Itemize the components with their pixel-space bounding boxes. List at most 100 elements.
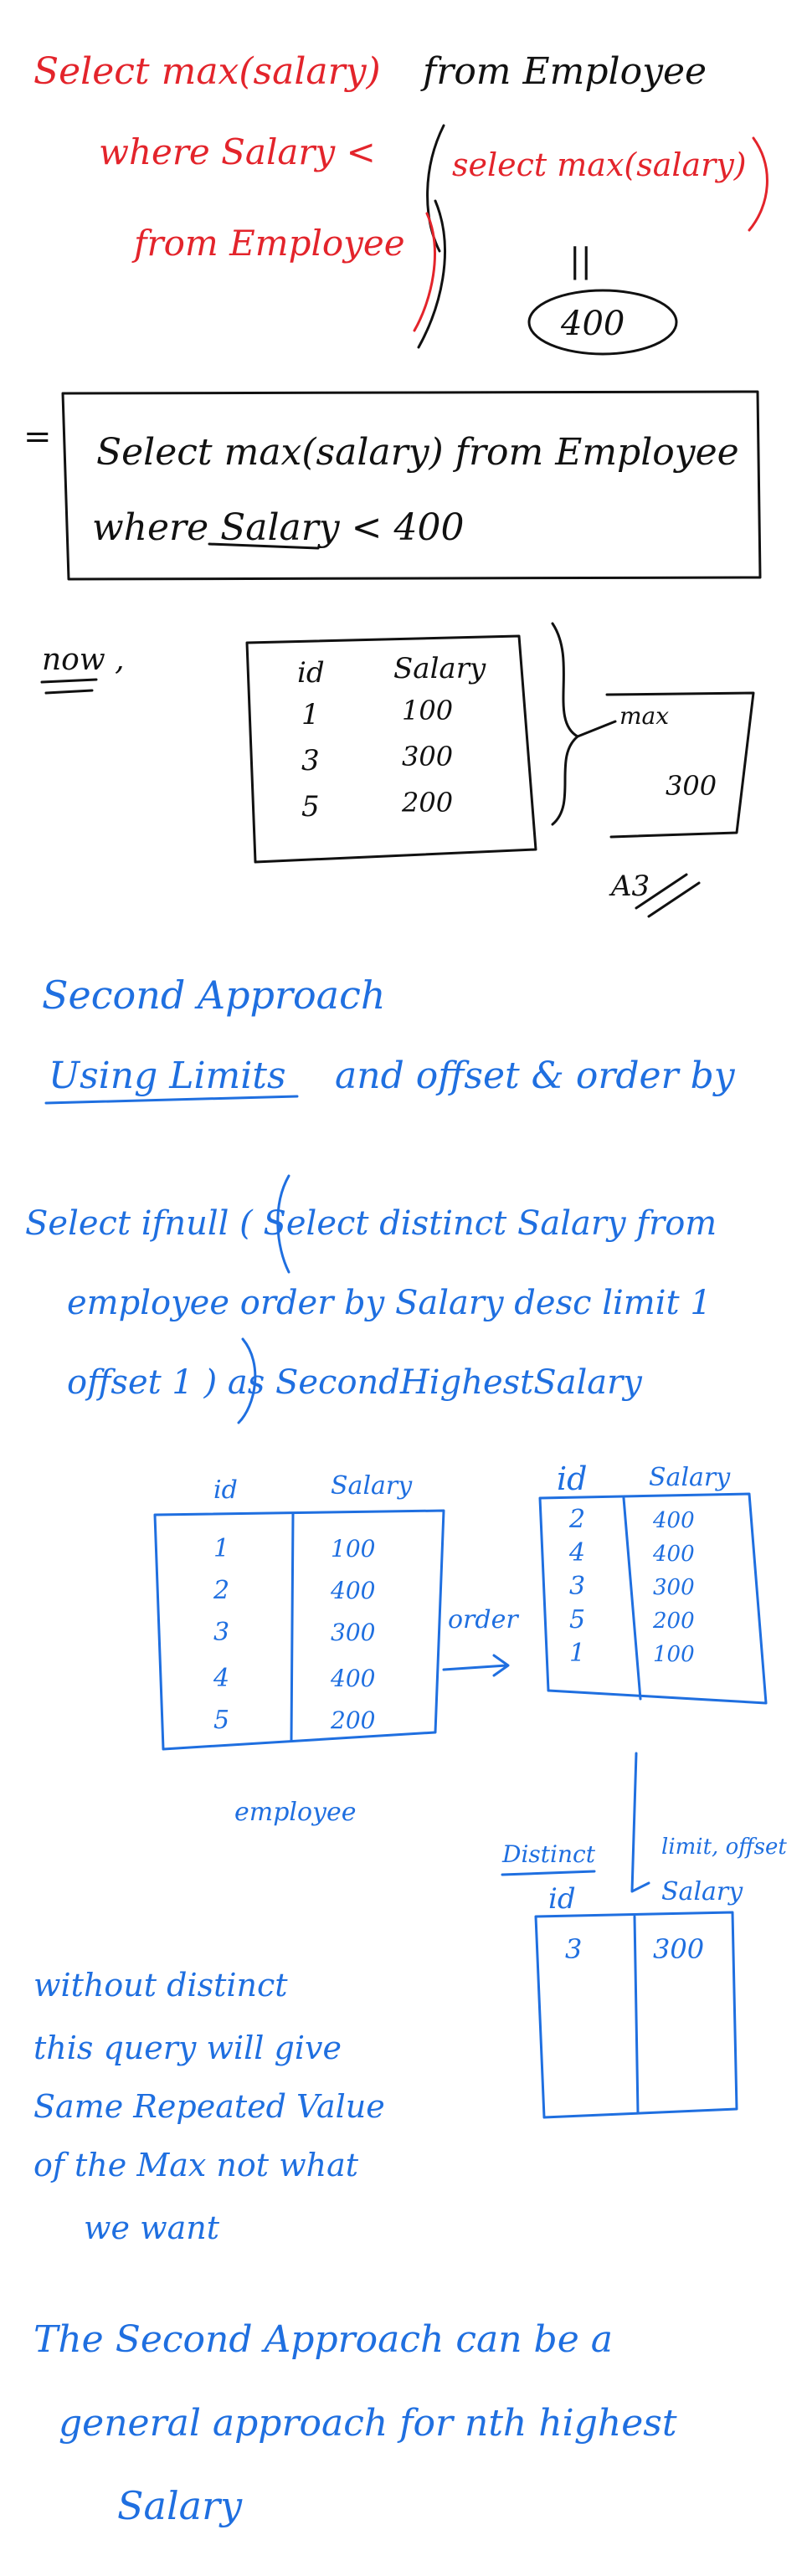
now-row1-id: 1 [301, 698, 320, 731]
limit-offset-label: limit, offset [661, 1835, 787, 1860]
order-arrow [442, 1654, 510, 1677]
note-line3: Same Repeated Value [33, 2088, 385, 2125]
now-row1-salary: 100 [402, 695, 453, 726]
emp-salary-1: 100 [331, 1535, 375, 1563]
approach-subtitle-underline [44, 1095, 299, 1105]
subquery-open-paren [426, 124, 445, 253]
query-line3-from: from Employee [131, 223, 405, 264]
second-approach-heading: Second Approach Using Limits and offset … [42, 972, 736, 1105]
outer-close-paren-2 [417, 199, 446, 349]
subquery-result-value: 400 [560, 305, 625, 343]
conclusion: The Second Approach can be a general app… [33, 2318, 677, 2528]
max-result-value: 300 [666, 770, 717, 802]
emp-id-2: 2 [213, 1576, 229, 1605]
ord-salary-4: 200 [652, 1609, 695, 1634]
approach-subtitle-underlined: Using Limits [49, 1055, 286, 1097]
res-id-value: 3 [565, 1933, 582, 1965]
ord-id-2: 4 [568, 1538, 585, 1568]
simplified-line2: where Salary < 400 [92, 506, 465, 549]
distinct-note: without distinct this query will give Sa… [33, 1967, 385, 2246]
query-line1-from-keyword: from Employee [420, 50, 707, 93]
salary-underline [208, 542, 320, 550]
employee-table: id Salary 1 2 3 4 5 100 400 300 400 200 … [153, 1471, 445, 1827]
note-line2: this query will give [33, 2029, 342, 2066]
ord-id-5: 1 [569, 1639, 585, 1668]
now-example: now , id Salary 1 100 3 300 5 200 max 30… [40, 622, 755, 918]
now-annotation: A3 [609, 870, 650, 903]
query-line1-select: Select max(salary) [33, 50, 381, 93]
result-oval [527, 289, 678, 356]
ord-table-divider [622, 1496, 642, 1701]
query-line2-where: where Salary < [99, 131, 376, 172]
approach-query: Select ifnull ( Select distinct Salary f… [25, 1174, 717, 1424]
query2-line2: employee order by Salary desc limit 1 [67, 1284, 712, 1322]
res-header-id: id [548, 1882, 576, 1916]
emp-table-box [153, 1509, 445, 1751]
order-label: order [448, 1605, 519, 1634]
emp-salary-2: 400 [330, 1577, 375, 1604]
ord-salary-3: 300 [653, 1575, 695, 1600]
subquery-select: select max(salary) [452, 146, 747, 183]
down-arrow [630, 1752, 650, 1893]
result-table: id Salary 3 300 [534, 1877, 743, 2119]
ord-salary-1: 400 [652, 1508, 695, 1533]
emp-id-3: 3 [213, 1618, 229, 1647]
emp-header-salary: Salary [331, 1471, 413, 1501]
ord-salary-2: 400 [652, 1542, 695, 1567]
conclusion-line1: The Second Approach can be a [33, 2318, 613, 2361]
ord-header-id: id [557, 1460, 587, 1497]
emp-table-divider [290, 1511, 295, 1742]
note-line5: we want [84, 2209, 220, 2246]
note-line1: without distinct [33, 1967, 288, 2004]
simplified-line1: Select max(salary) from Employee [96, 431, 739, 474]
approach-subtitle-rest: and offset & order by [335, 1055, 736, 1097]
distinct-underline [501, 1870, 596, 1876]
conclusion-line3: Salary [117, 2483, 243, 2528]
query2-open-paren [276, 1174, 290, 1274]
outer-close-paren [413, 212, 436, 332]
emp-table-caption: employee [234, 1798, 357, 1827]
ord-header-salary: Salary [649, 1463, 731, 1492]
emp-salary-4: 400 [330, 1665, 375, 1692]
now-underline [40, 678, 98, 695]
equals-prefix: = [23, 418, 52, 456]
distinct-limit-transition: Distinct limit, offset [501, 1752, 787, 1893]
now-table-header-id: id [297, 656, 325, 690]
emp-salary-5: 200 [330, 1706, 375, 1734]
emp-id-4: 4 [213, 1664, 229, 1693]
query2-line1: Select ifnull ( Select distinct Salary f… [25, 1204, 717, 1243]
subquery-close-paren [748, 136, 768, 232]
now-row2-salary: 300 [402, 741, 453, 772]
now-label: now , [42, 643, 125, 677]
ord-table-box [538, 1492, 768, 1705]
max-result-header: max [619, 702, 669, 730]
emp-header-id: id [213, 1475, 238, 1505]
ord-id-3: 3 [569, 1572, 585, 1601]
subquery-section: Select max(salary) from Employee where S… [33, 50, 768, 356]
emp-id-5: 5 [213, 1706, 229, 1735]
now-table-header-salary: Salary [393, 652, 486, 685]
now-table-box [245, 634, 537, 864]
approach-title: Second Approach [42, 972, 386, 1018]
ordered-table: id Salary 2 4 3 5 1 400 400 300 200 100 [538, 1460, 768, 1705]
now-brace-arrow [576, 720, 617, 738]
distinct-label: Distinct [501, 1840, 596, 1868]
now-annotation-marks [635, 873, 701, 918]
now-row3-salary: 200 [401, 787, 453, 818]
res-table-divider [633, 1915, 640, 2115]
emp-id-1: 1 [213, 1534, 229, 1563]
emp-salary-3: 300 [331, 1619, 375, 1646]
note-line4: of the Max not what [33, 2147, 359, 2183]
now-curly-brace [551, 622, 579, 826]
max-result-box [605, 691, 755, 839]
res-salary-value: 300 [653, 1933, 704, 1965]
ord-id-4: 5 [569, 1605, 585, 1634]
res-header-salary: Salary [661, 1877, 743, 1906]
res-table-box [534, 1911, 738, 2119]
now-row3-id: 5 [301, 790, 320, 824]
simplified-query: = Select max(salary) from Employee where… [23, 390, 762, 581]
query2-line3: offset 1 ) as SecondHighestSalary [67, 1363, 643, 1402]
ord-id-1: 2 [568, 1505, 585, 1534]
ord-salary-5: 100 [653, 1642, 695, 1667]
